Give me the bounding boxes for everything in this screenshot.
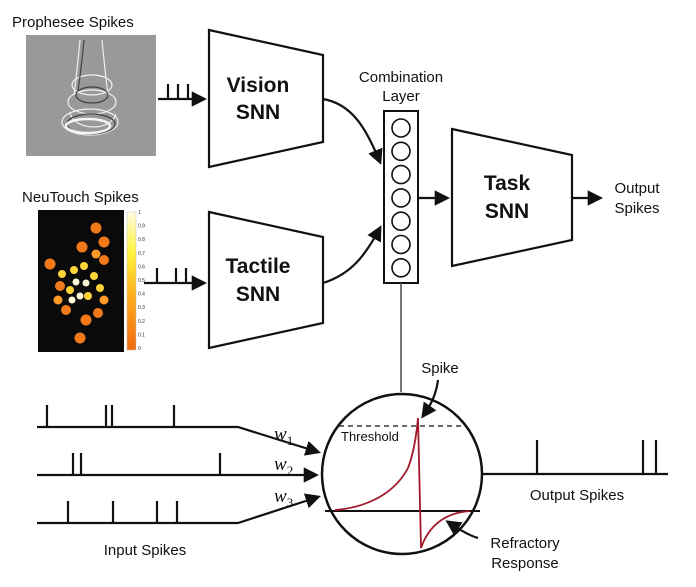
refractory-label-line2: Response	[491, 555, 559, 572]
tactile-spike-train	[144, 268, 208, 291]
threshold-label: Threshold	[341, 429, 399, 444]
combination-layer-label-line2: Layer	[382, 88, 420, 105]
colorbar-tick-label: 0.4	[138, 292, 145, 298]
neutouch-tactile-image: 1 0.9 0.8 0.7 0.6 0.5 0.4 0.3 0.2 0.1 0	[38, 210, 145, 352]
task-snn-line1: Task	[484, 172, 531, 195]
colorbar-tick-label: 0.2	[138, 319, 145, 325]
colorbar-tick-label: 0.7	[138, 251, 145, 257]
combination-neuron	[391, 164, 411, 185]
combination-neuron	[391, 257, 411, 278]
colorbar-tick-label: 0	[138, 346, 141, 352]
combination-neuron	[391, 141, 411, 162]
weight-w3-label: w3	[274, 486, 293, 510]
colorbar-tick-label: 0.3	[138, 305, 145, 311]
output-top-line1: Output	[614, 180, 660, 197]
colorbar-tick-label: 0.6	[138, 264, 145, 270]
spike-pointer-arrow	[421, 379, 440, 419]
weight-w2-label: w2	[274, 454, 293, 478]
vision-snn-line1: Vision	[227, 74, 290, 97]
prophesee-spikes-label: Prophesee Spikes	[12, 14, 134, 31]
combination-layer-label-line1: Combination	[359, 69, 443, 86]
task-snn-box: Task SNN	[450, 127, 574, 268]
colorbar-tick-label: 0.9	[138, 224, 145, 230]
tactile-snn-line2: SNN	[236, 283, 280, 306]
spiking-neuron: Threshold	[320, 392, 484, 556]
refractory-label-line1: Refractory	[490, 535, 560, 552]
vision-to-combination-arrow	[322, 97, 383, 165]
tactile-snn-line1: Tactile	[226, 255, 291, 278]
tactile-to-combination-arrow	[322, 225, 382, 285]
combination-neuron	[391, 188, 411, 208]
neutouch-spikes-label: NeuTouch Spikes	[22, 189, 139, 206]
prophesee-spike-train	[158, 84, 208, 107]
output-top-line2: Spikes	[614, 200, 659, 217]
combination-neuron	[391, 118, 411, 138]
input-spike-train-1	[37, 405, 321, 456]
task-snn-line2: SNN	[485, 200, 529, 223]
combination-neuron	[391, 211, 411, 231]
combination-neuron	[391, 234, 411, 255]
output-spike-train	[482, 440, 668, 476]
membrane-potential-curve	[334, 417, 471, 549]
refractory-pointer-arrow	[445, 520, 479, 540]
colorbar-tick-label: 0.5	[138, 278, 145, 284]
input-spike-train-2	[37, 453, 320, 483]
colorbar-tick-label: 1	[138, 210, 141, 216]
prophesee-event-image	[26, 35, 156, 156]
colorbar-tick-label: 0.8	[138, 237, 145, 243]
spike-label: Spike	[421, 360, 459, 377]
tactile-colorbar	[126, 211, 137, 351]
output-spikes-label: Output Spikes	[530, 487, 624, 504]
tactile-snn-box: Tactile SNN	[207, 210, 325, 350]
input-spikes-label: Input Spikes	[104, 542, 187, 559]
input-spike-train-3	[37, 493, 321, 525]
colorbar-tick-label: 0.1	[138, 332, 145, 338]
vision-snn-line2: SNN	[236, 101, 280, 124]
combination-layer	[383, 110, 419, 284]
vision-snn-box: Vision SNN	[207, 28, 325, 169]
weight-w1-label: w1	[274, 424, 293, 448]
